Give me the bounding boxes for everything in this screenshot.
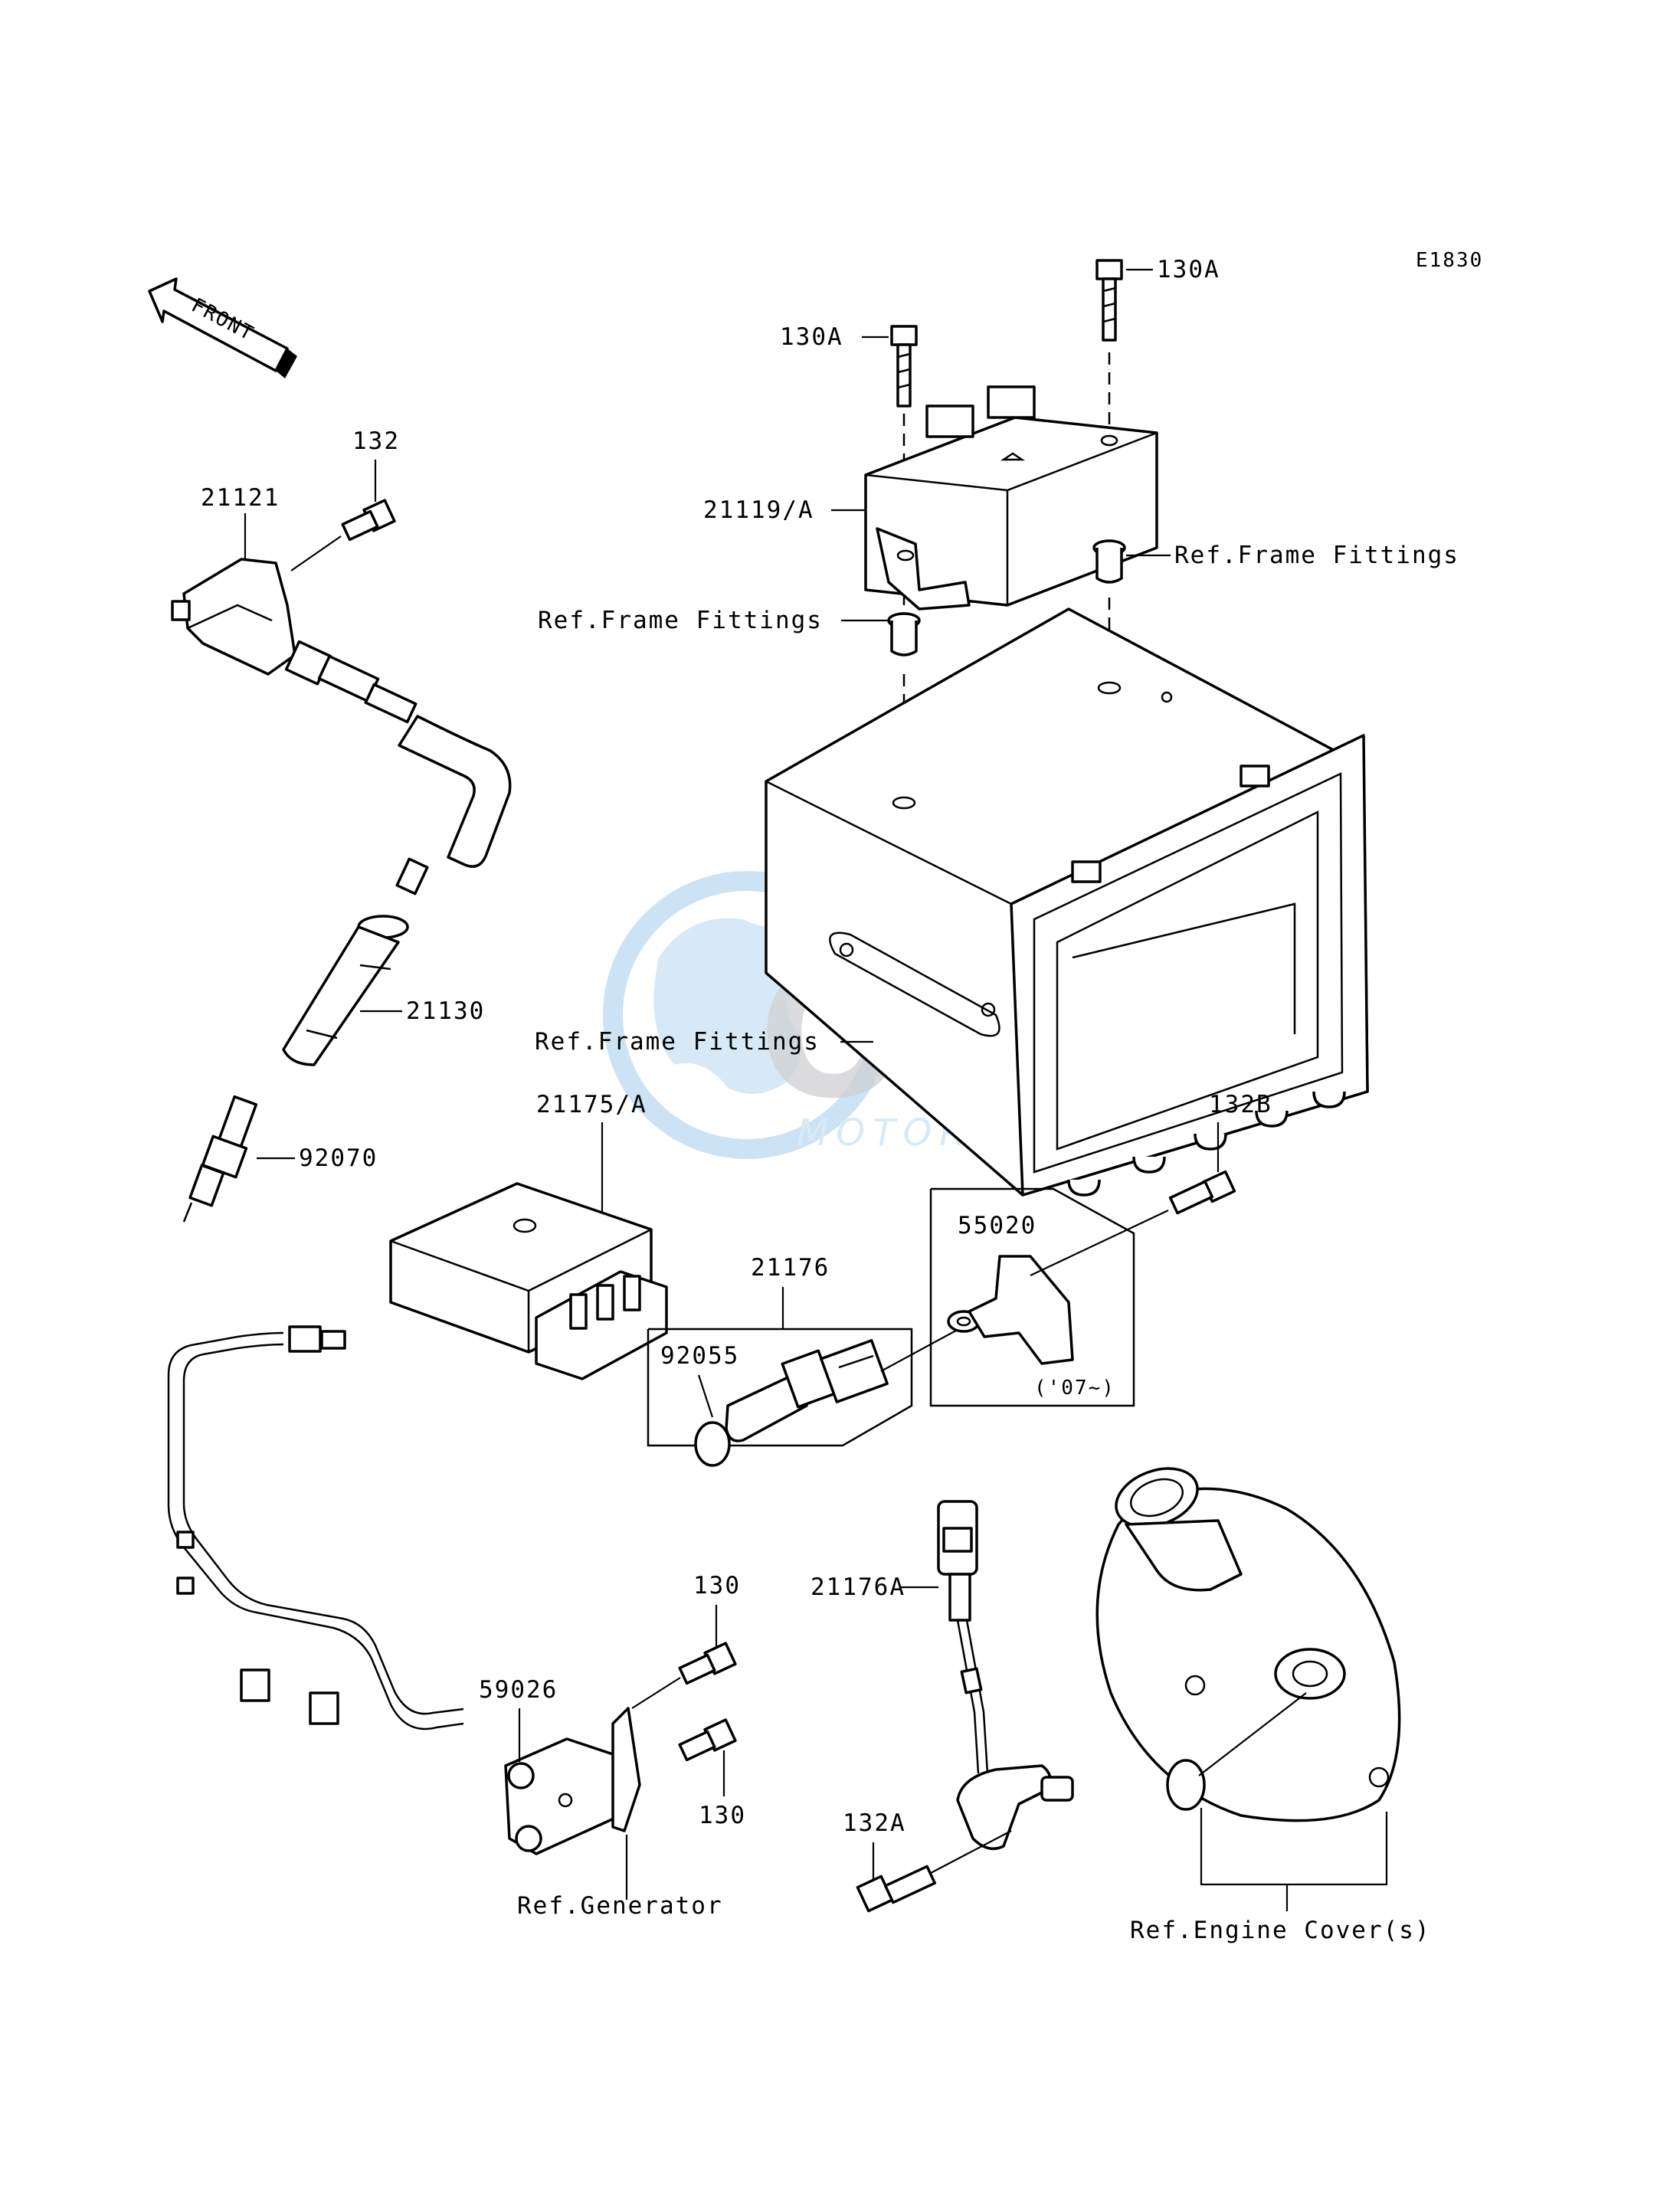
bolt-130a-right: [1095, 259, 1123, 342]
front-arrow-icon: FRONT: [148, 277, 297, 378]
grommet-right: [1092, 539, 1126, 584]
box-55020: [929, 1187, 1135, 1407]
spark-plug-cap-21130: [282, 915, 409, 1066]
pickup-coil-harness-59026: [167, 1325, 464, 1730]
ignition-coil-21121: [171, 558, 512, 895]
engine-cover: [1095, 1467, 1401, 1822]
label-ref-engine-cover: Ref.Engine Cover(s): [1130, 1917, 1431, 1944]
bolt-132a: [856, 1865, 937, 1913]
box-21176: [647, 1328, 913, 1447]
label-21119a: 21119/A: [703, 496, 814, 524]
label-21176: 21176: [751, 1254, 830, 1282]
o-ring-engine-cover: [1166, 1759, 1206, 1811]
label-ref-frame-right: Ref.Frame Fittings: [1174, 542, 1459, 569]
label-92055: 92055: [660, 1342, 739, 1370]
label-21121: 21121: [201, 484, 280, 512]
label-ref-frame-bottom: Ref.Frame Fittings: [535, 1028, 820, 1056]
bolt-132: [341, 499, 396, 542]
label-07: ('07~): [1034, 1377, 1115, 1400]
bolt-130-bottom: [678, 1718, 737, 1762]
ecu-21175a: [389, 1182, 668, 1380]
speed-sensor-21176a: [937, 1500, 1074, 1851]
o-ring-92055: [694, 1421, 731, 1467]
regulator-21119a: [864, 385, 1158, 611]
bolt-130a-left: [890, 325, 918, 408]
cam-sensor-21176: [725, 1339, 889, 1442]
battery-case: [765, 607, 1369, 1197]
bolt-130-top: [678, 1642, 737, 1685]
label-92070: 92070: [299, 1144, 378, 1172]
diagram-code: E1830: [1416, 249, 1483, 272]
label-130a-left: 130A: [780, 323, 843, 351]
label-130-bottom: 130: [699, 1802, 746, 1829]
bolt-132b: [1168, 1170, 1236, 1215]
spark-plug-92070: [182, 1095, 258, 1223]
label-132b: 132B: [1209, 1091, 1272, 1118]
label-21130: 21130: [406, 997, 485, 1025]
label-ref-generator: Ref.Generator: [517, 1892, 723, 1920]
label-21176a: 21176A: [811, 1573, 905, 1601]
pickup-coil-59026: [504, 1707, 641, 1855]
label-132a: 132A: [843, 1809, 906, 1837]
label-55020: 55020: [958, 1212, 1036, 1239]
label-132: 132: [352, 427, 400, 455]
bracket-55020: [947, 1255, 1074, 1365]
label-130a-right: 130A: [1157, 256, 1220, 283]
label-59026: 59026: [479, 1676, 558, 1704]
label-130-top: 130: [693, 1572, 741, 1599]
label-ref-frame-left: Ref.Frame Fittings: [538, 607, 823, 634]
label-21175a: 21175/A: [536, 1091, 647, 1118]
grommet-left: [887, 612, 921, 656]
